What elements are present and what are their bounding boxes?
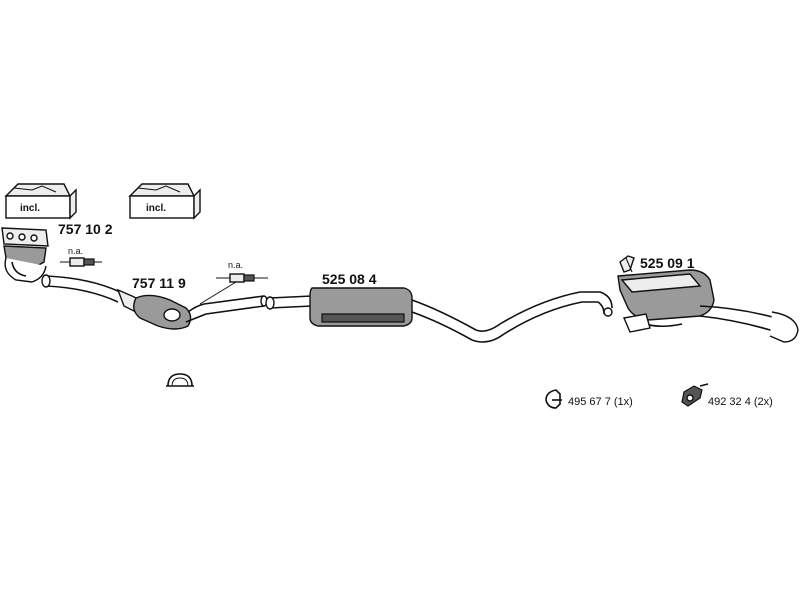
oxygen-sensor-2 <box>199 273 268 305</box>
clamp-accessory <box>545 389 562 409</box>
sensor-note-1: n.a. <box>68 246 83 256</box>
intermediate-pipe <box>203 295 268 315</box>
rear-silencer <box>617 255 799 343</box>
included-kit-box-2: incl. <box>128 183 201 220</box>
middle-silencer <box>265 287 477 341</box>
clamp-part-number: 495 67 7 (1x) <box>568 396 633 408</box>
included-kit-box-1: incl. <box>4 183 77 220</box>
part-number-manifold: 757 10 2 <box>58 221 113 237</box>
gasket-ring <box>166 373 194 387</box>
exhaust-manifold <box>1 227 49 283</box>
incl-label-1: incl. <box>20 203 40 214</box>
part-number-rear-silencer: 525 09 1 <box>640 255 695 271</box>
part-number-middle-silencer: 525 08 4 <box>322 271 377 287</box>
part-number-catalyst: 757 11 9 <box>132 275 186 291</box>
rubber-hanger-accessory <box>681 383 709 407</box>
rear-connecting-pipe <box>471 291 613 343</box>
sensor-note-2: n.a. <box>228 260 243 270</box>
incl-label-2: incl. <box>146 203 166 214</box>
front-pipe <box>41 274 121 303</box>
catalytic-converter <box>116 288 207 330</box>
oxygen-sensor-1 <box>60 257 102 267</box>
hanger-part-number: 492 32 4 (2x) <box>708 396 773 408</box>
